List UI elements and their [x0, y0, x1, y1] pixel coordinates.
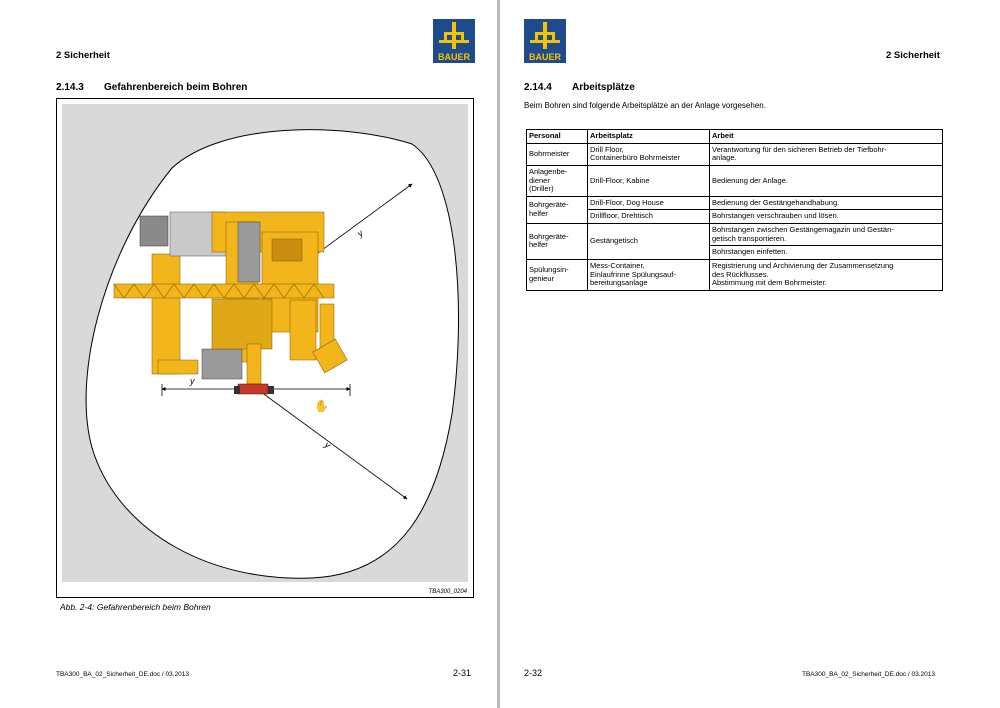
- drilling-rig-drawing: [113, 211, 348, 395]
- page-number: 2-32: [524, 668, 543, 678]
- table-row: Bohrmeister Drill Floor, Containerbüro B…: [526, 142, 943, 166]
- hazard-zone-outline: [85, 129, 459, 579]
- left-page: 2 Sicherheit BAUER 2.14.3 Gefahrenbereich…: [0, 0, 497, 708]
- table-row: Bohrgeräte- helfer Drill-Floor, Dog Hous…: [526, 195, 943, 225]
- bauer-logo: BAUER: [433, 19, 475, 63]
- svg-text:BAUER: BAUER: [438, 52, 471, 62]
- figure-caption: Abb. 2-4: Gefahrenbereich beim Bohren: [60, 602, 211, 612]
- cell-arbeit: Verantwortung für den sicheren Betrieb d…: [709, 142, 943, 166]
- section-heading: 2.14.3 Gefahrenbereich beim Bohren: [56, 82, 247, 93]
- cell-personal: Bohrgeräte- helfer: [526, 195, 588, 225]
- figure-id: TBA300_0204: [428, 589, 467, 595]
- section-number: 2.14.3: [56, 82, 84, 93]
- cell-platz: Drillfloor, Drehtisch: [587, 209, 710, 224]
- hazard-diagram: y y y ✋: [85, 129, 459, 579]
- table-row: Drillfloor, Drehtisch Bohrstangen versch…: [527, 209, 943, 224]
- cell-arbeit: Bohrstangen zwischen Gestängemagazin und…: [709, 222, 943, 247]
- table-row: Anlagenbe- diener (Driller) Drill-Floor,…: [526, 164, 943, 197]
- cell-arbeit: Registrierung und Archivierung der Zusam…: [709, 258, 943, 291]
- cell-personal: Bohrmeister: [526, 142, 588, 166]
- table-header: Arbeit: [709, 129, 943, 144]
- cell-arbeit: Bedienung der Anlage.: [709, 164, 943, 197]
- footer-document: TBA300_BA_02_Sicherheit_DE.doc / 03.2013: [56, 671, 189, 678]
- page-divider: [497, 0, 500, 708]
- cell-personal: Bohrgeräte- helfer: [526, 223, 588, 260]
- table-header: Arbeitsplatz: [587, 129, 710, 144]
- svg-text:BAUER: BAUER: [529, 52, 562, 62]
- page-number: 2-31: [453, 668, 472, 678]
- dim-label-bottom: y: [322, 439, 333, 451]
- table-header-row: Personal Arbeitsplatz Arbeit: [526, 129, 943, 144]
- section-heading: 2.14.4 Arbeitsplätze: [524, 82, 635, 93]
- cell-platz: Drill-Floor, Kabine: [587, 164, 710, 197]
- hazard-area-figure: y y y ✋: [62, 104, 468, 582]
- dim-label-horizontal: y: [189, 376, 195, 386]
- dim-label-top: y: [354, 228, 365, 240]
- right-page: BAUER 2 Sicherheit 2.14.4 Arbeitsplätze B…: [502, 0, 1000, 708]
- section-number: 2.14.4: [524, 82, 552, 93]
- cell-platz: Gestängetisch: [587, 223, 710, 260]
- cell-platz: Mess-Container, Einlaufrinne Spülungsauf…: [587, 258, 710, 291]
- chapter-title: 2 Sicherheit: [886, 50, 940, 61]
- cell-arbeit: Bohrstangen verschrauben und lösen.: [709, 209, 943, 224]
- figure-frame: y y y ✋ TBA300_0204: [56, 98, 474, 598]
- cell-platz: Drill-Floor, Dog House: [587, 195, 710, 211]
- cell-personal: Anlagenbe- diener (Driller): [526, 164, 588, 197]
- section-title: Arbeitsplätze: [572, 82, 635, 93]
- table-row: Bohrgeräte- helfer Gestängetisch Bohrsta…: [526, 222, 943, 260]
- hand-icon: ✋: [314, 399, 329, 413]
- cell-personal: Spülungsin- genieur: [526, 258, 588, 291]
- table-header: Personal: [526, 129, 588, 144]
- footer-document: TBA300_BA_02_Sicherheit_DE.doc / 03.2013: [802, 671, 935, 678]
- cell-arbeit: Bohrstangen einfetten.: [709, 245, 943, 260]
- section-title: Gefahrenbereich beim Bohren: [104, 82, 248, 93]
- cell-platz: Drill Floor, Containerbüro Bohrmeister: [587, 142, 710, 166]
- bauer-logo: BAUER: [524, 19, 566, 63]
- table-row: Spülungsin- genieur Mess-Container, Einl…: [526, 258, 943, 291]
- intro-text: Beim Bohren sind folgende Arbeitsplätze …: [524, 101, 766, 110]
- workplaces-table: Personal Arbeitsplatz Arbeit Bohrmeister…: [526, 129, 943, 291]
- chapter-title: 2 Sicherheit: [56, 50, 110, 61]
- cell-arbeit: Bedienung der Gestängehandhabung.: [709, 195, 943, 211]
